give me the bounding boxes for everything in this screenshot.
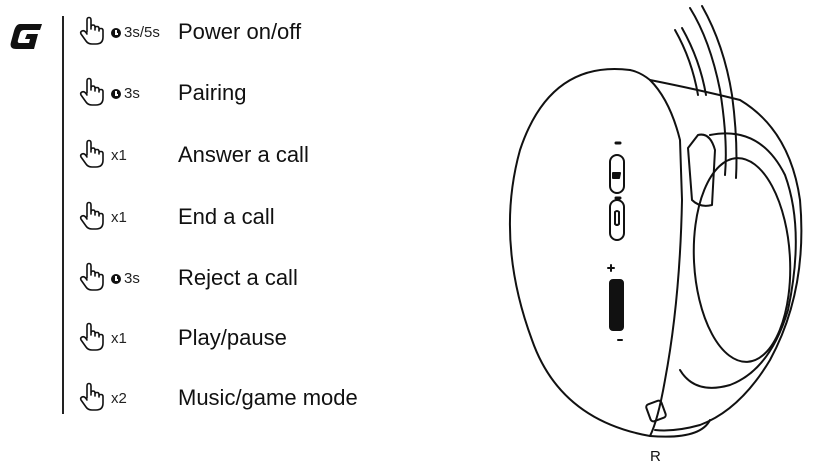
control-row-play-pause: x1 Play/pause — [78, 318, 418, 360]
control-label: Play/pause — [178, 325, 287, 350]
control-row-pairing: 3s Pairing — [78, 73, 418, 115]
mic-button — [609, 199, 625, 241]
control-row-power: 3s/5s Power on/off — [78, 12, 418, 54]
gesture-modifier: x1 — [111, 209, 127, 226]
control-row-end-call: x1 End a call — [78, 197, 418, 239]
gesture-modifier: 3s/5s — [111, 24, 160, 41]
tap-hand-icon — [79, 139, 104, 168]
control-label: Answer a call — [178, 142, 309, 167]
gesture-modifier: x1 — [111, 147, 127, 164]
headband-outer — [689, 7, 727, 176]
divider-line — [62, 16, 64, 414]
control-label: Reject a call — [178, 265, 298, 290]
volume-slider — [609, 279, 624, 331]
usb-port — [645, 399, 667, 423]
control-row-answer-call: x1 Answer a call — [78, 135, 418, 177]
control-label: Music/game mode — [178, 385, 358, 410]
clock-icon — [111, 274, 121, 284]
tap-hand-icon — [79, 322, 104, 351]
g-logo-icon — [10, 24, 42, 49]
clock-icon — [111, 89, 121, 99]
control-row-music-game-mode: x2 Music/game mode — [78, 378, 418, 420]
headphone-illustration — [508, 5, 803, 438]
control-row-reject-call: 3s Reject a call — [78, 258, 418, 300]
tap-hand-icon — [79, 382, 104, 411]
control-label: End a call — [178, 204, 275, 229]
earcup-cushion — [508, 68, 711, 438]
tap-hand-icon — [79, 262, 104, 291]
control-label: Pairing — [178, 80, 247, 105]
clock-icon — [111, 28, 121, 38]
tap-hand-icon — [79, 16, 104, 45]
gesture-modifier: 3s — [111, 270, 140, 287]
gesture-modifier: 3s — [111, 85, 140, 102]
gesture-modifier: x1 — [111, 330, 127, 347]
control-label: Power on/off — [178, 19, 302, 44]
side-label: R — [650, 448, 661, 465]
tap-hand-icon — [79, 77, 104, 106]
tap-hand-icon — [79, 201, 104, 230]
g-button — [609, 154, 625, 194]
gesture-modifier: x2 — [111, 390, 127, 407]
